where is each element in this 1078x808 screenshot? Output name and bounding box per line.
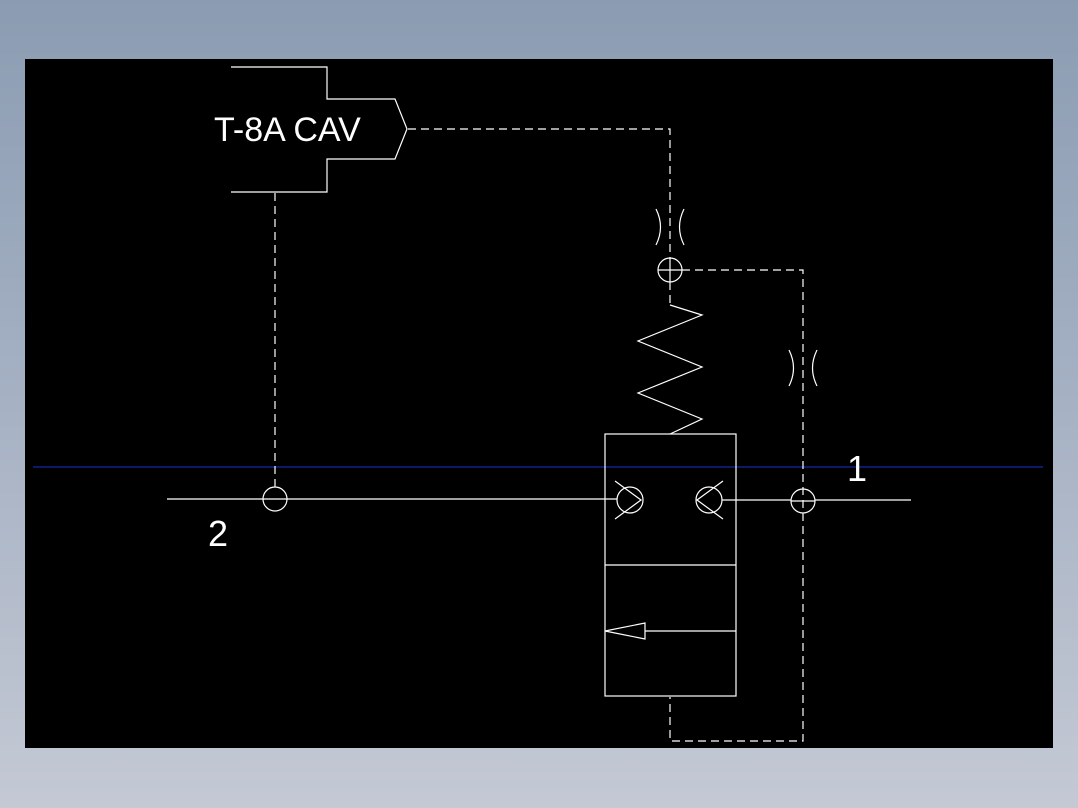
orifice-right [788, 349, 818, 387]
port-2-label: 2 [208, 513, 228, 554]
check-valve-right [695, 480, 724, 520]
cavity-label: T-8A CAV [214, 111, 361, 149]
cad-viewport[interactable]: T-8A CAV [25, 59, 1053, 748]
flow-arrow [604, 622, 736, 640]
port-1-label: 1 [847, 448, 867, 489]
pilot-line-top [408, 128, 671, 259]
spring [636, 304, 704, 435]
orifice-upper [655, 208, 685, 246]
cavity-outline [231, 66, 408, 193]
hydraulic-schematic: T-8A CAV [33, 66, 1043, 742]
pilot-line-right [669, 269, 804, 742]
check-valve-left [614, 480, 644, 520]
